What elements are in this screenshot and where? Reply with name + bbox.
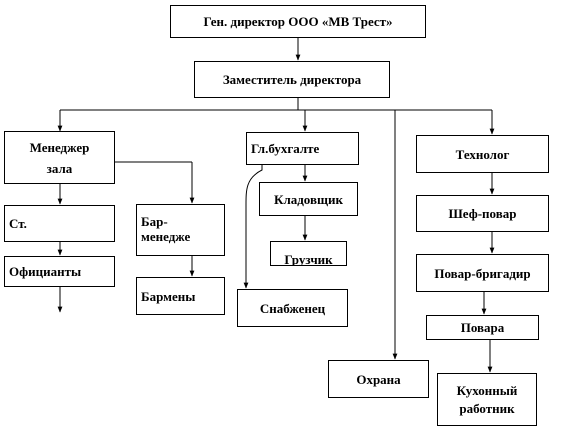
- node-brigadier-cook-label: Повар-бригадир: [434, 265, 531, 281]
- node-storekeeper-label: Кладовщик: [274, 191, 343, 207]
- node-cooks-label: Повара: [460, 320, 505, 335]
- node-bar-manager-label: Бар-менедже: [141, 214, 191, 244]
- node-deputy: Заместитель директора: [194, 61, 390, 98]
- node-technologist: Технолог: [416, 135, 549, 173]
- node-kitchen-worker-label: Кухонный работник: [456, 382, 518, 416]
- node-security: Охрана: [328, 360, 429, 398]
- node-supplier: Снабженец: [237, 289, 348, 327]
- node-hall-manager-label: Менеджер зала: [29, 139, 90, 176]
- node-chief-accountant-label: Гл.бухгалте: [251, 141, 320, 156]
- node-loader-label: Грузчик: [284, 252, 333, 266]
- connector-accountant-supplier: [243, 165, 263, 289]
- node-brigadier-cook: Повар-бригадир: [416, 254, 549, 292]
- node-bar-manager: Бар-менедже: [136, 204, 225, 256]
- node-ceo-label: Ген. директор ООО «МВ Трест»: [203, 14, 393, 29]
- node-kitchen-worker: Кухонный работник: [437, 373, 537, 426]
- node-ceo: Ген. директор ООО «МВ Трест»: [170, 5, 426, 38]
- node-technologist-label: Технолог: [455, 146, 510, 162]
- node-bartenders-label: Бармены: [141, 288, 196, 304]
- node-senior-waiter: Ст.: [4, 205, 115, 242]
- node-bartenders: Бармены: [136, 277, 225, 315]
- node-deputy-label: Заместитель директора: [222, 72, 362, 87]
- node-waiters-label: Официанты: [9, 264, 82, 279]
- node-chef: Шеф-повар: [416, 195, 549, 232]
- node-chef-label: Шеф-повар: [448, 206, 517, 221]
- node-hall-manager: Менеджер зала: [4, 131, 115, 184]
- node-senior-waiter-label: Ст.: [9, 216, 27, 231]
- node-storekeeper: Кладовщик: [259, 182, 358, 216]
- node-security-label: Охрана: [356, 371, 401, 387]
- node-cooks: Повара: [426, 315, 539, 340]
- node-supplier-label: Снабженец: [259, 300, 326, 316]
- node-loader: Грузчик: [270, 241, 347, 266]
- node-chief-accountant: Гл.бухгалте: [246, 132, 359, 165]
- node-waiters: Официанты: [4, 256, 115, 287]
